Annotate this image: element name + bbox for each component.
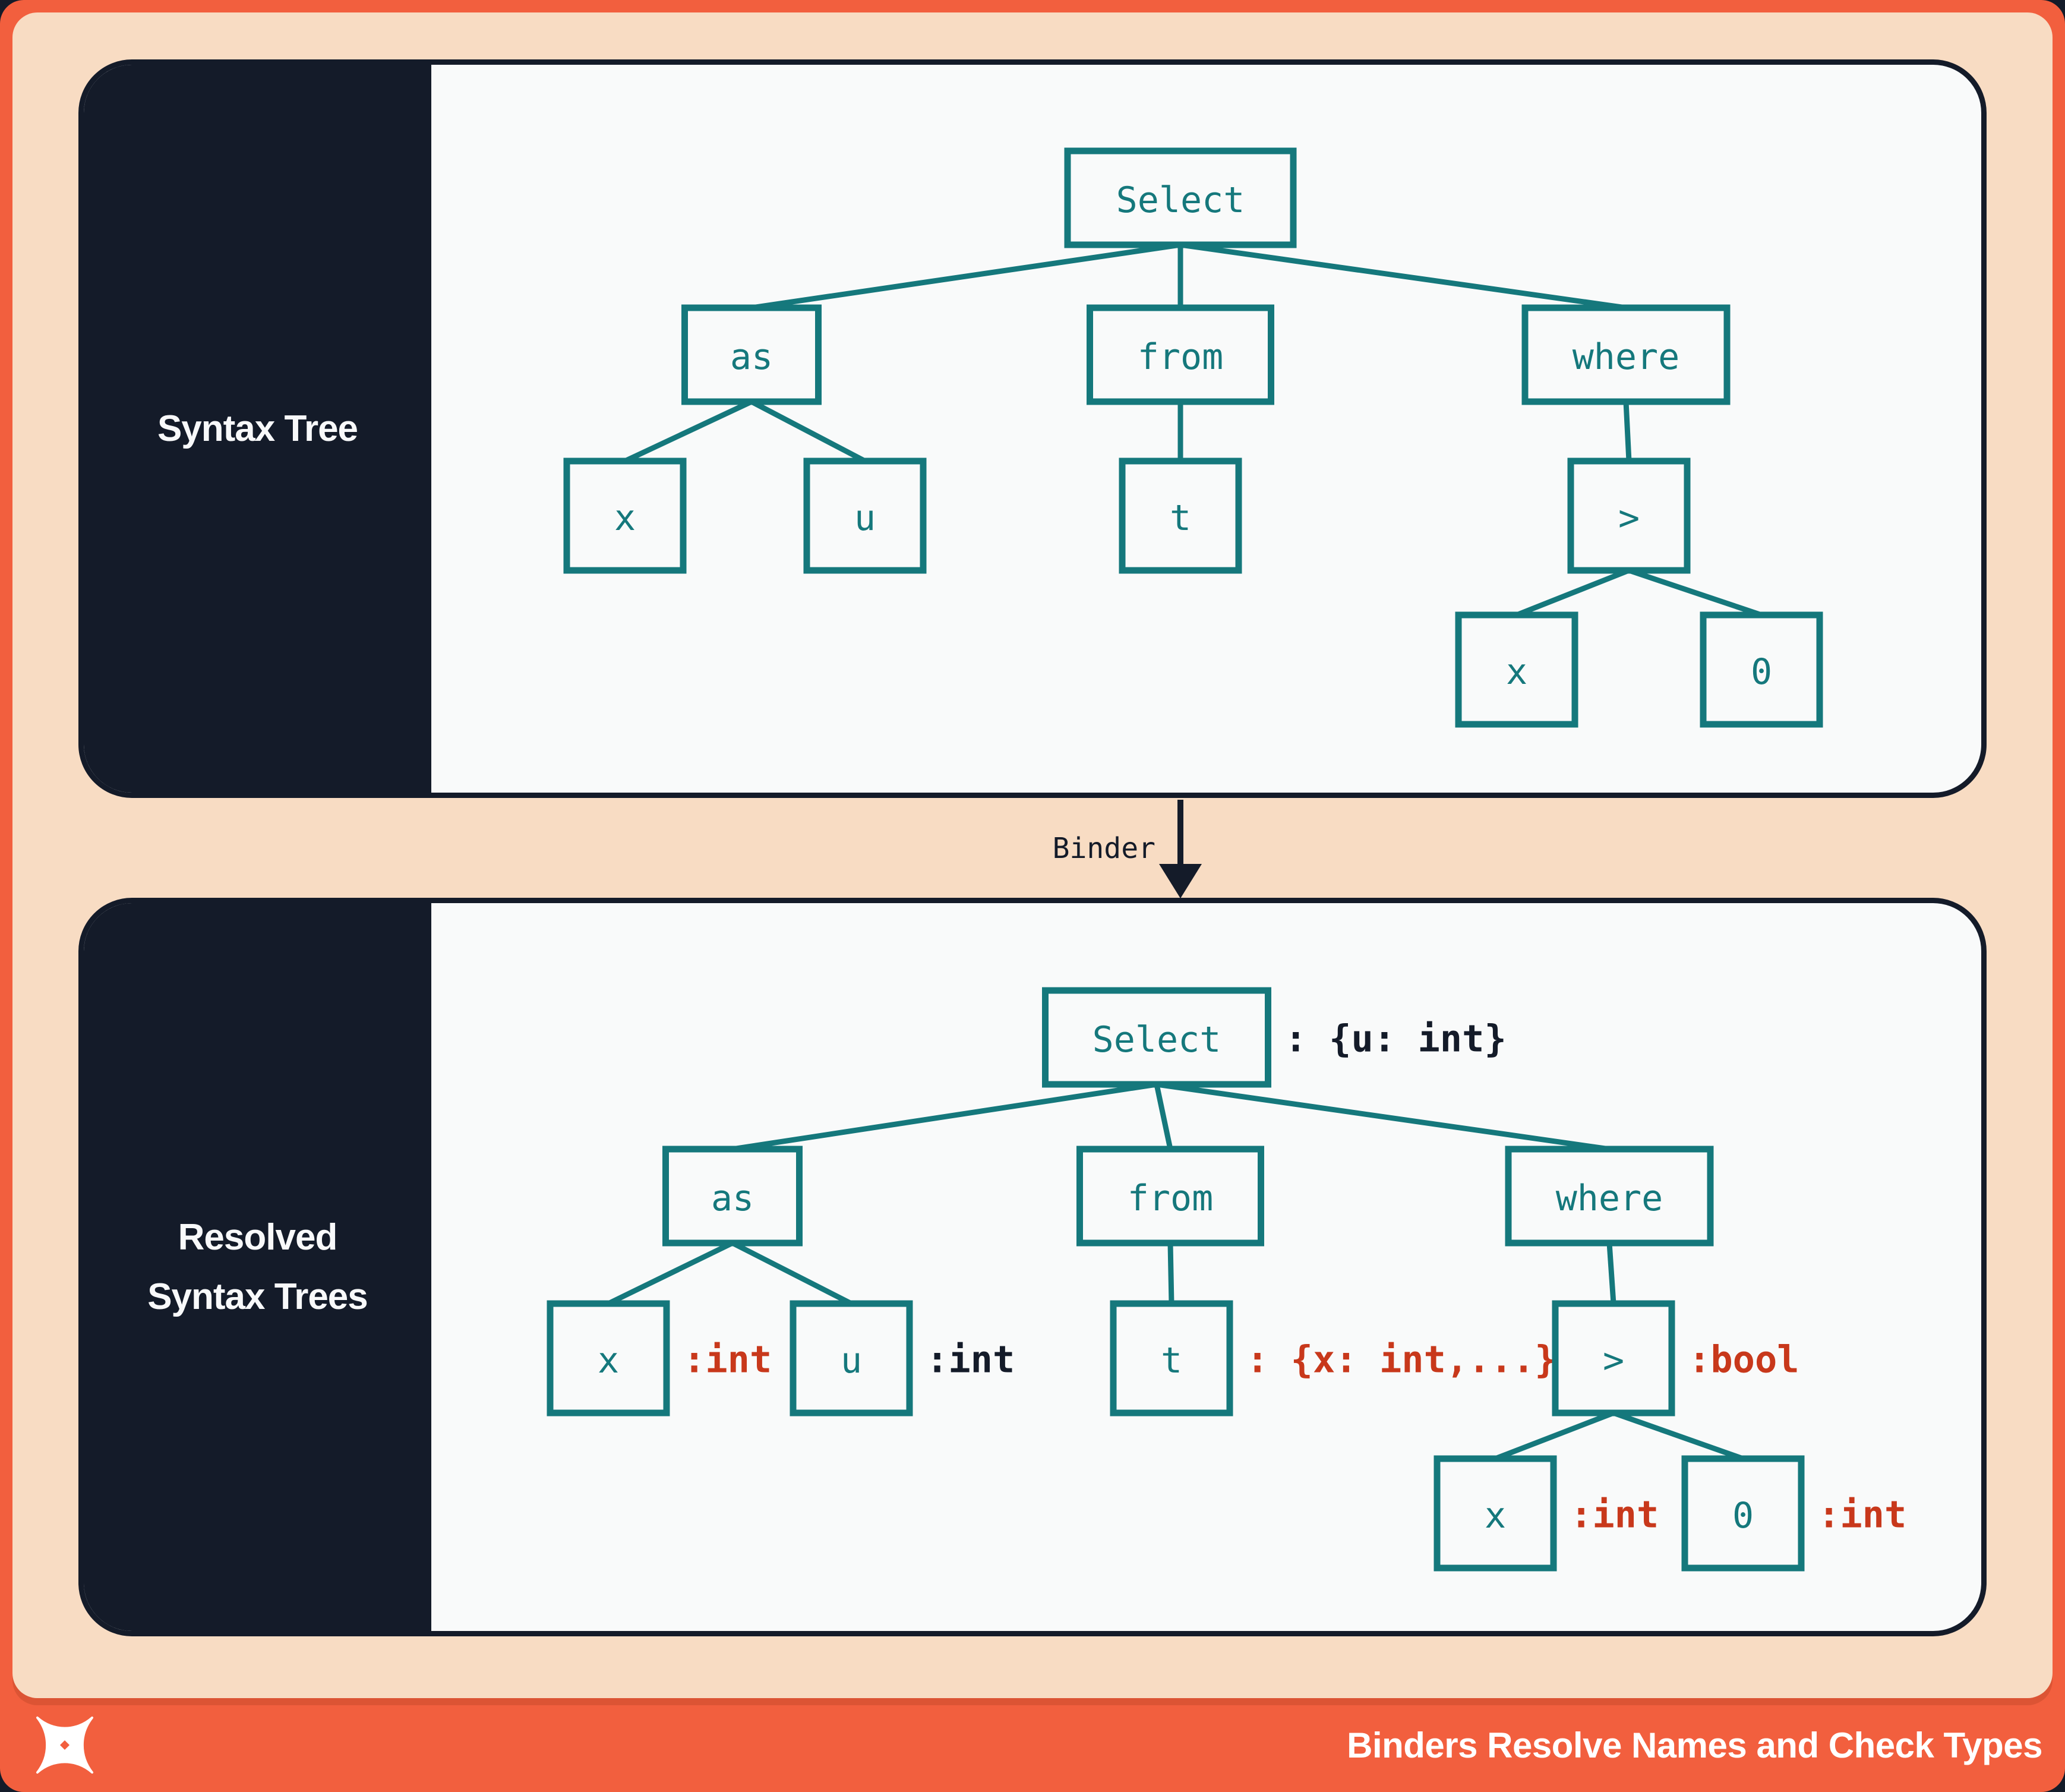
footer-title: Binders Resolve Names and Check Types	[1347, 1725, 2042, 1765]
panel-title-line1: Resolved	[178, 1216, 338, 1258]
panel-title: Syntax Tree	[157, 408, 358, 449]
panel-syntax-tree-sidebar: Syntax Tree	[84, 65, 431, 793]
panel-title-line2: Syntax Trees	[147, 1276, 368, 1317]
panel-syntax-tree: Syntax Tree	[78, 59, 1987, 798]
panel-resolved-syntax-trees: Resolved Syntax Trees	[78, 898, 1987, 1636]
panel-resolved-syntax-trees-sidebar: Resolved Syntax Trees	[84, 903, 431, 1631]
footer-bar: Binders Resolve Names and Check Types	[0, 1698, 2065, 1792]
x-star-logo-icon	[36, 1716, 94, 1774]
